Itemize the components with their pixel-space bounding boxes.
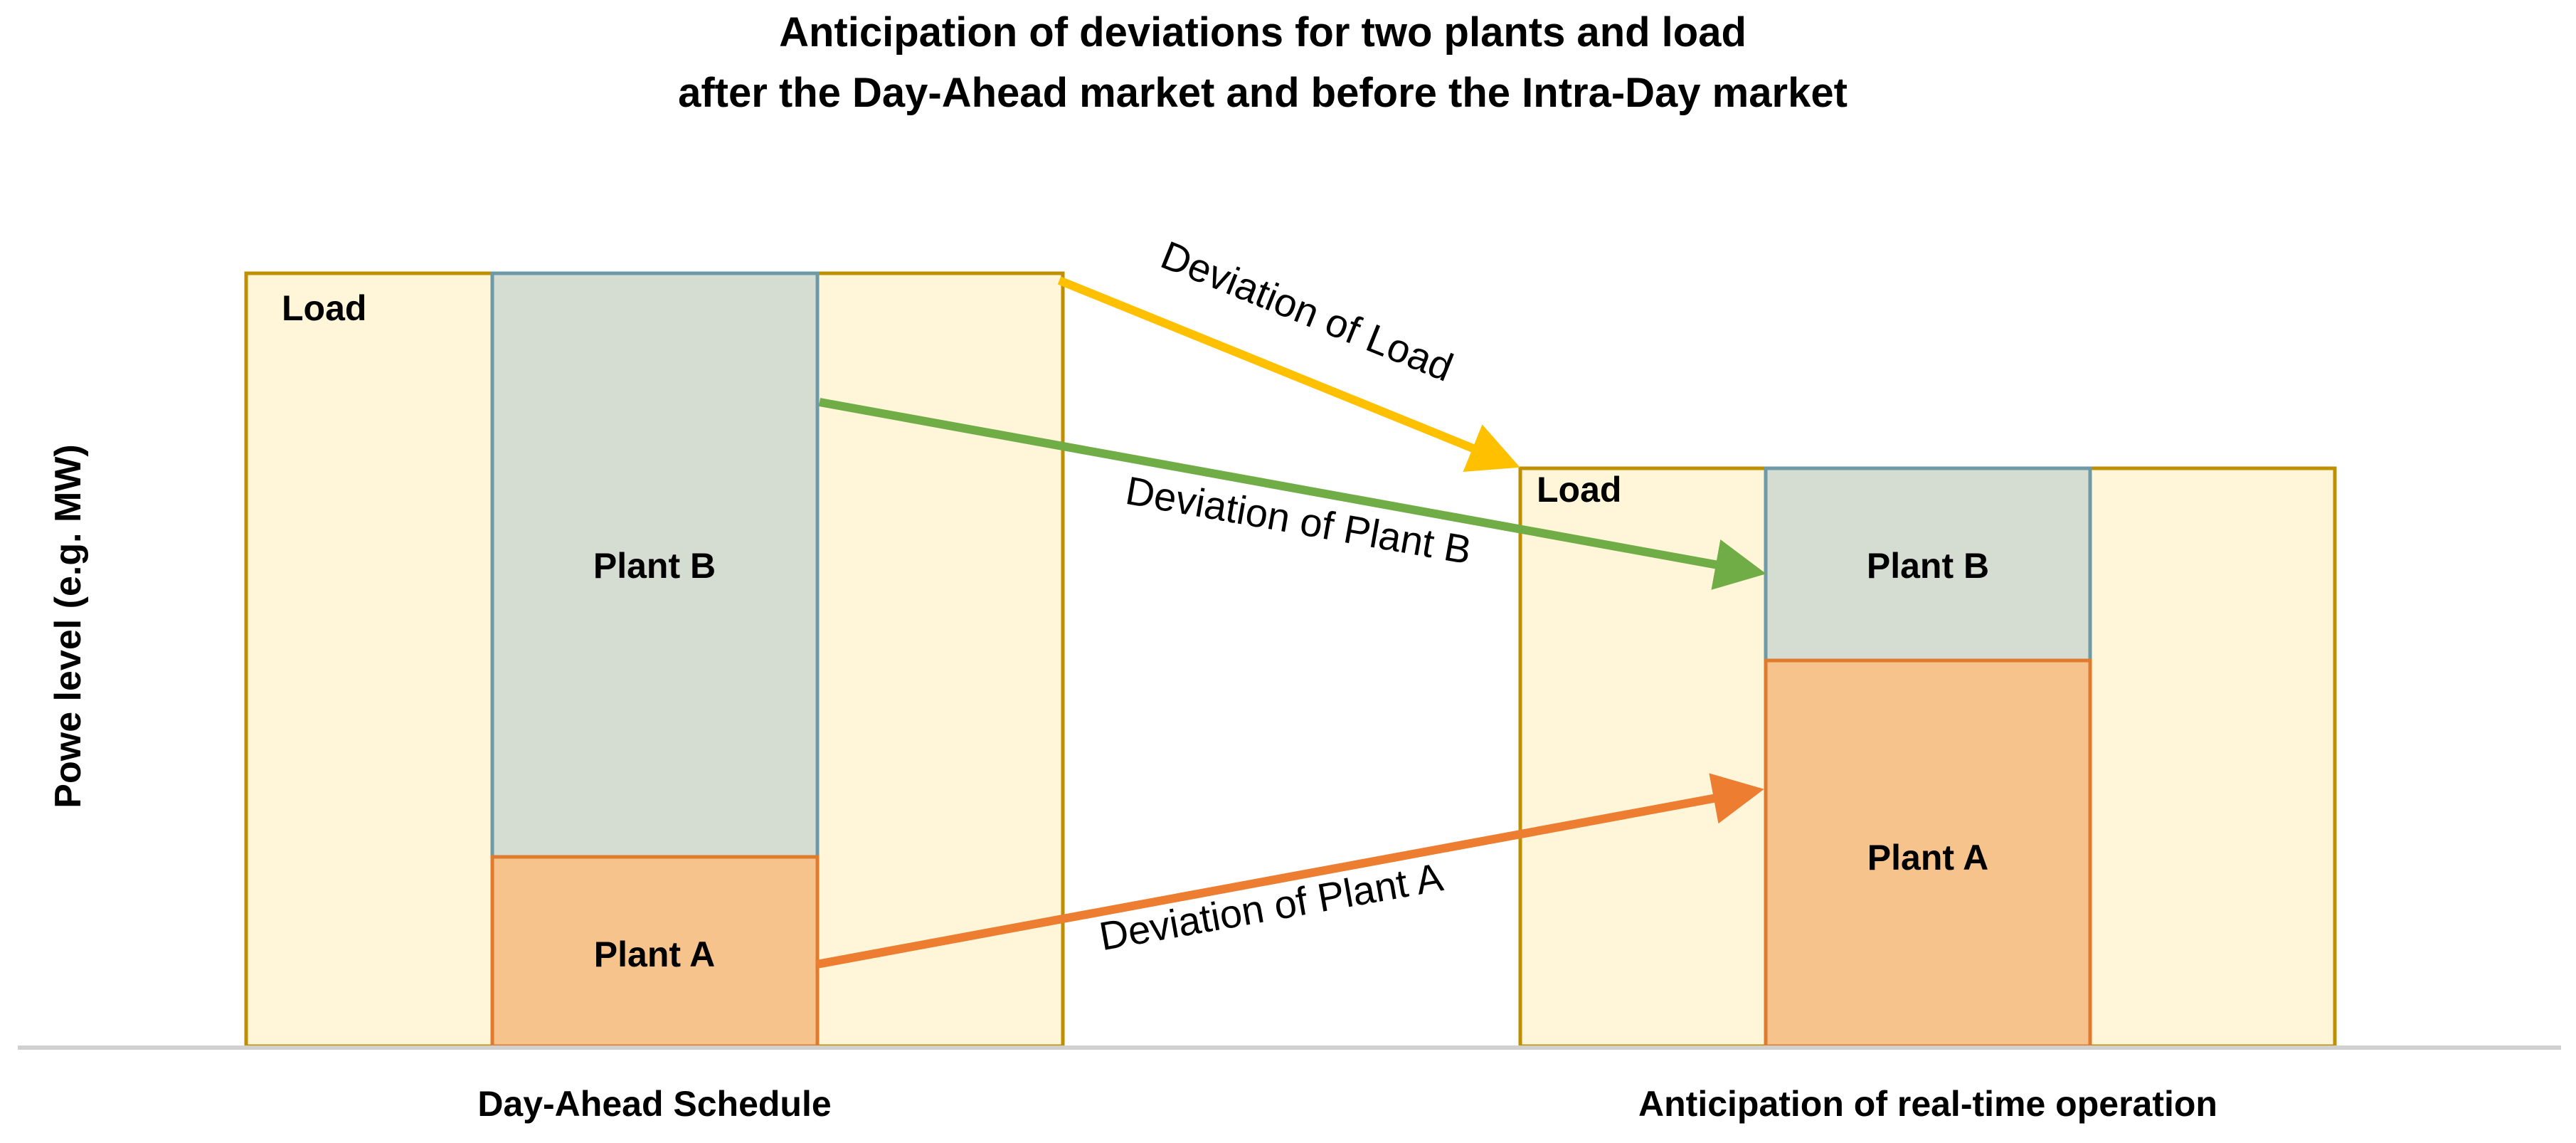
day-ahead-group: Load Plant B Plant A <box>244 271 1065 1048</box>
day-ahead-plant-b-box <box>490 271 820 859</box>
category-real-time: Anticipation of real-time operation <box>1638 1084 2217 1124</box>
title-line-1: Anticipation of deviations for two plant… <box>779 9 1747 56</box>
category-day-ahead: Day-Ahead Schedule <box>477 1084 831 1124</box>
title-line-2: after the Day-Ahead market and before th… <box>678 70 1848 116</box>
label-deviation-plant-b: Deviation of Plant B <box>1123 468 1475 572</box>
real-time-plant-a-label: Plant A <box>1867 838 1988 878</box>
arrow-deviation-load <box>1057 276 1520 473</box>
label-deviation-load: Deviation of Load <box>1155 232 1459 390</box>
real-time-plant-b-label: Plant B <box>1867 546 1989 586</box>
day-ahead-plant-a-label: Plant A <box>594 934 715 974</box>
real-time-group: Load Plant B Plant A <box>1518 466 2337 1048</box>
day-ahead-plant-b-label: Plant B <box>593 546 716 586</box>
arrow-deviation-plant-b <box>818 398 1766 590</box>
real-time-load-label: Load <box>1537 470 1621 510</box>
real-time-plant-a-box <box>1764 658 2092 1048</box>
label-deviation-plant-a: Deviation of Plant A <box>1096 854 1446 959</box>
day-ahead-load-label: Load <box>282 288 366 328</box>
arrow-deviation-plant-a <box>815 773 1764 969</box>
y-axis-title: Powe level (e.g. MW) <box>48 444 89 808</box>
day-ahead-plant-a-box <box>490 855 820 1048</box>
